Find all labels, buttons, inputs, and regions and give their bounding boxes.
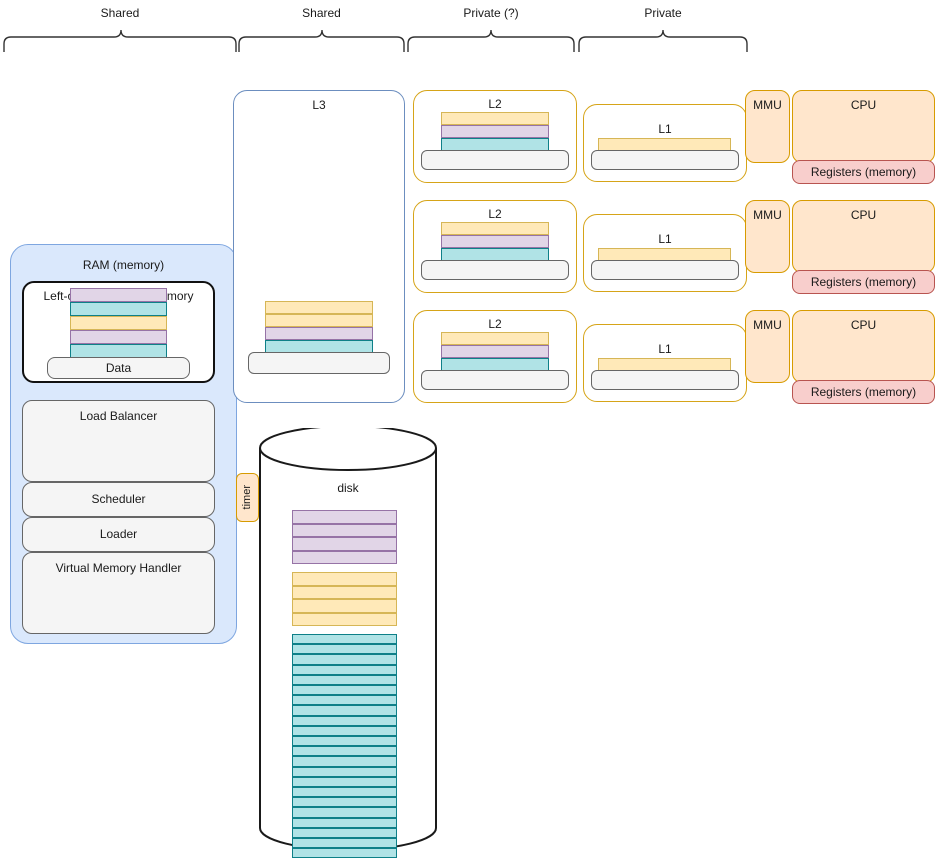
l1-stack-base bbox=[591, 260, 739, 280]
disk-block-cyan bbox=[292, 797, 397, 808]
disk-block-cyan bbox=[292, 674, 397, 685]
disk-block-purple bbox=[292, 537, 397, 551]
disk-block-cyan bbox=[292, 807, 397, 818]
disk-block-cyan bbox=[292, 695, 397, 706]
l1-label: L1 bbox=[658, 342, 672, 356]
mmu-box-core-1[interactable]: MMU bbox=[745, 200, 790, 273]
group-brace-3 bbox=[578, 29, 748, 52]
mmu-label: MMU bbox=[753, 98, 782, 112]
registers-box-core-1: Registers (memory) bbox=[792, 270, 935, 294]
memory-layer-yellow bbox=[441, 222, 549, 235]
disk-block-cyan bbox=[292, 685, 397, 696]
disk-block-cyan bbox=[292, 664, 397, 675]
memory-layer-yellow bbox=[441, 112, 549, 125]
l2-label: L2 bbox=[488, 207, 502, 221]
memory-layer-purple bbox=[265, 327, 373, 340]
disk-block-cyan bbox=[292, 634, 397, 645]
disk-block-purple bbox=[292, 510, 397, 524]
disk-block-cyan bbox=[292, 715, 397, 726]
cpu-box-core-0[interactable]: CPU bbox=[792, 90, 935, 163]
disk-label: disk bbox=[337, 481, 359, 495]
memory-layer-yellow bbox=[441, 332, 549, 345]
l2-stack-base bbox=[421, 150, 569, 170]
memory-layer-yellow bbox=[70, 316, 167, 330]
l1-label: L1 bbox=[658, 232, 672, 246]
disk-block-purple bbox=[292, 523, 397, 537]
disk-block-cyan bbox=[292, 736, 397, 747]
disk-block-cyan bbox=[292, 776, 397, 787]
memory-layer-cyan bbox=[70, 344, 167, 358]
memory-layer-purple bbox=[441, 345, 549, 358]
group-brace-2 bbox=[407, 29, 575, 52]
memory-layer-purple bbox=[441, 125, 549, 138]
disk-block-cyan bbox=[292, 827, 397, 838]
service-label: Loader bbox=[99, 527, 138, 541]
disk-block-cyan bbox=[292, 848, 397, 858]
service-label: Virtual Memory Handler bbox=[55, 561, 182, 575]
memory-layer-cyan bbox=[70, 302, 167, 316]
l1-label: L1 bbox=[658, 122, 672, 136]
cpu-box-core-1[interactable]: CPU bbox=[792, 200, 935, 273]
cpu-label: CPU bbox=[850, 208, 877, 222]
timer-label: timer bbox=[241, 485, 253, 510]
registers-box-core-0: Registers (memory) bbox=[792, 160, 935, 184]
cpu-box-core-2[interactable]: CPU bbox=[792, 310, 935, 383]
mmu-box-core-2[interactable]: MMU bbox=[745, 310, 790, 383]
memory-layer-purple bbox=[70, 288, 167, 302]
l2-stack-base bbox=[421, 370, 569, 390]
data-box: Data bbox=[47, 357, 190, 379]
service-label: Load Balancer bbox=[79, 409, 158, 423]
memory-layer-purple bbox=[441, 235, 549, 248]
memory-layer-yellow bbox=[265, 301, 373, 314]
disk-block-cyan bbox=[292, 838, 397, 849]
disk-block-yellow bbox=[292, 599, 397, 613]
memory-layer-yellow bbox=[265, 314, 373, 327]
l3-label: L3 bbox=[312, 98, 326, 112]
disk-block-cyan bbox=[292, 746, 397, 757]
l2-label: L2 bbox=[488, 317, 502, 331]
service-box-scheduler[interactable]: Scheduler bbox=[22, 482, 215, 517]
l3-stack-base bbox=[248, 352, 390, 374]
timer-box[interactable]: timer bbox=[236, 473, 259, 522]
cpu-label: CPU bbox=[850, 98, 877, 112]
service-label: Scheduler bbox=[91, 492, 146, 506]
mmu-label: MMU bbox=[753, 208, 782, 222]
l1-stack-base bbox=[591, 150, 739, 170]
disk-block-cyan bbox=[292, 705, 397, 716]
disk-block-cyan bbox=[292, 766, 397, 777]
l2-label: L2 bbox=[488, 97, 502, 111]
disk-block-cyan bbox=[292, 725, 397, 736]
l1-stack-base bbox=[591, 370, 739, 390]
disk-block-cyan bbox=[292, 654, 397, 665]
service-box-virtual-memory-handler[interactable]: Virtual Memory Handler bbox=[22, 552, 215, 634]
disk-block-yellow bbox=[292, 585, 397, 599]
disk-block-yellow bbox=[292, 612, 397, 626]
group-label-3: Private bbox=[644, 6, 682, 20]
ram-title: RAM (memory) bbox=[82, 258, 165, 272]
group-brace-1 bbox=[238, 29, 405, 52]
disk-block-cyan bbox=[292, 756, 397, 767]
l2-stack-base bbox=[421, 260, 569, 280]
group-label-0: Shared bbox=[100, 6, 140, 20]
disk-block-purple bbox=[292, 550, 397, 564]
memory-layer-purple bbox=[70, 330, 167, 344]
disk-block-cyan bbox=[292, 817, 397, 828]
registers-box-core-2: Registers (memory) bbox=[792, 380, 935, 404]
cpu-label: CPU bbox=[850, 318, 877, 332]
service-box-loader[interactable]: Loader bbox=[22, 517, 215, 552]
mmu-label: MMU bbox=[753, 318, 782, 332]
service-box-load-balancer[interactable]: Load Balancer bbox=[22, 400, 215, 482]
group-label-2: Private (?) bbox=[463, 6, 519, 20]
group-label-1: Shared bbox=[302, 6, 341, 20]
group-brace-0 bbox=[3, 29, 237, 52]
disk-block-cyan bbox=[292, 644, 397, 655]
disk-block-yellow bbox=[292, 572, 397, 586]
mmu-box-core-0[interactable]: MMU bbox=[745, 90, 790, 163]
disk-block-cyan bbox=[292, 787, 397, 798]
